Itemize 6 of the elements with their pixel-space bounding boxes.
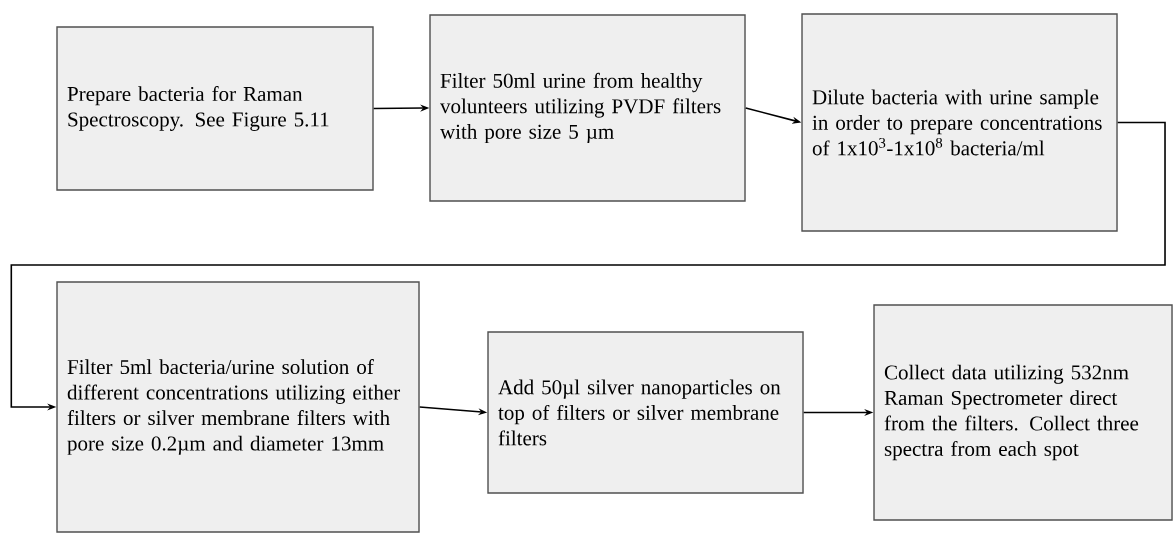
process-box: Add 50µl silver nanoparticles on top of filters or silver membrane filters bbox=[487, 331, 804, 494]
process-box: Filter 5ml bacteria/urine solution of different concentrations utilizing either filters or silver membrane filters with pore size 0.2µm and diameter 13mm bbox=[56, 281, 420, 533]
process-box: Dilute bacteria with urine sample in order to prepare concentrations of 1x10$^{3}$-1x10$^{8}$ bacteria/ml bbox=[801, 13, 1118, 232]
process-box: Filter 50ml urine from healthy volunteers utilizing PVDF filters with pore size 5 µm bbox=[429, 14, 746, 202]
process-box: Collect data utilizing 532nm Raman Spectrometer direct from the filters. Collect three spectra from each spot bbox=[873, 304, 1173, 521]
process-box: Prepare bacteria for Raman Spectroscopy. See Figure 5.11 bbox=[56, 26, 374, 191]
